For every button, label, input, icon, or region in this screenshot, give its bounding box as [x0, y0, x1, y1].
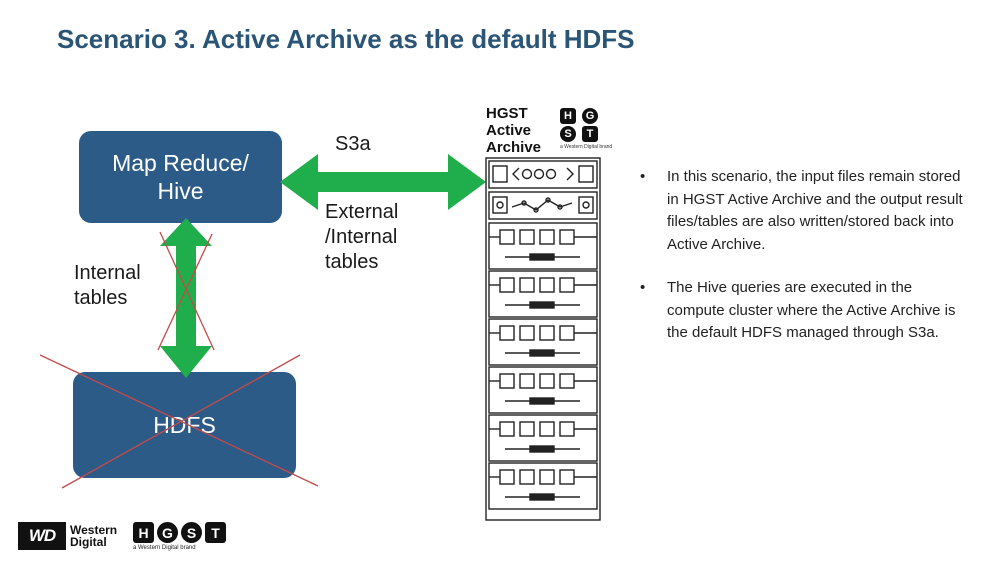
external-internal-tables-label: External /Internal tables [325, 201, 399, 273]
rack-storage-unit-6 [488, 462, 598, 510]
rack-header: HGST Active Archive [486, 105, 542, 156]
hgst-logo-letter-g: G [157, 522, 178, 543]
rack-hgst-logo: H G S T a Western Digital brand [560, 108, 612, 150]
rack-storage-unit-5 [488, 414, 598, 462]
hgst-footer-logo: H G S T a Western Digital brand [133, 522, 226, 551]
bullet-text: The Hive queries are executed in the com… [667, 279, 956, 341]
vertical-arrow-cross-line-b [157, 233, 213, 351]
vertical-arrow-cross-line-a [159, 231, 215, 351]
rack-logo-letter-s: S [560, 126, 576, 142]
rack-logo-letter-t: T [582, 126, 598, 142]
hgst-logo-letter-h: H [133, 522, 154, 543]
active-archive-rack [485, 157, 601, 521]
wd-logo-mark: WD [18, 522, 66, 550]
slide-title: Scenario 3. Active Archive as the defaul… [57, 24, 635, 54]
bullet-list: • In this scenario, the input files rema… [640, 166, 970, 366]
rack-logo-tagline: a Western Digital brand [560, 144, 613, 150]
bullet-item: • In this scenario, the input files rema… [640, 166, 970, 256]
rack-frame [485, 157, 601, 521]
rack-storage-unit-4 [488, 366, 598, 414]
rack-storage-unit-2 [488, 270, 598, 318]
internal-tables-label: Internal tables [74, 262, 141, 309]
bullet-item: • The Hive queries are executed in the c… [640, 277, 970, 345]
rack-logo-letter-h: H [560, 108, 576, 124]
s3a-edge-label: S3a [335, 133, 371, 155]
rack-storage-unit-1 [488, 222, 598, 270]
bullet-text: In this scenario, the input files remain… [667, 168, 963, 253]
hgst-logo-letter-s: S [181, 522, 202, 543]
hgst-logo-tagline: a Western Digital brand [133, 545, 196, 551]
hdfs-label: HDFS [153, 412, 216, 438]
bullet-glyph: • [640, 279, 646, 296]
hgst-logo-letter-t: T [205, 522, 226, 543]
map-reduce-hive-node: Map Reduce/ Hive [79, 131, 282, 223]
hdfs-node: HDFS [73, 372, 296, 478]
western-digital-logo: WD Western Digital [18, 522, 117, 550]
rack-controller-unit [488, 160, 598, 189]
rack-network-unit [488, 191, 598, 220]
internal-tables-double-arrow [160, 218, 212, 378]
wd-logo-text: Western Digital [70, 523, 118, 549]
rack-logo-letter-g: G [582, 108, 598, 124]
rack-storage-unit-3 [488, 318, 598, 366]
bullet-glyph: • [640, 168, 646, 185]
map-reduce-hive-label: Map Reduce/ Hive [112, 150, 249, 204]
